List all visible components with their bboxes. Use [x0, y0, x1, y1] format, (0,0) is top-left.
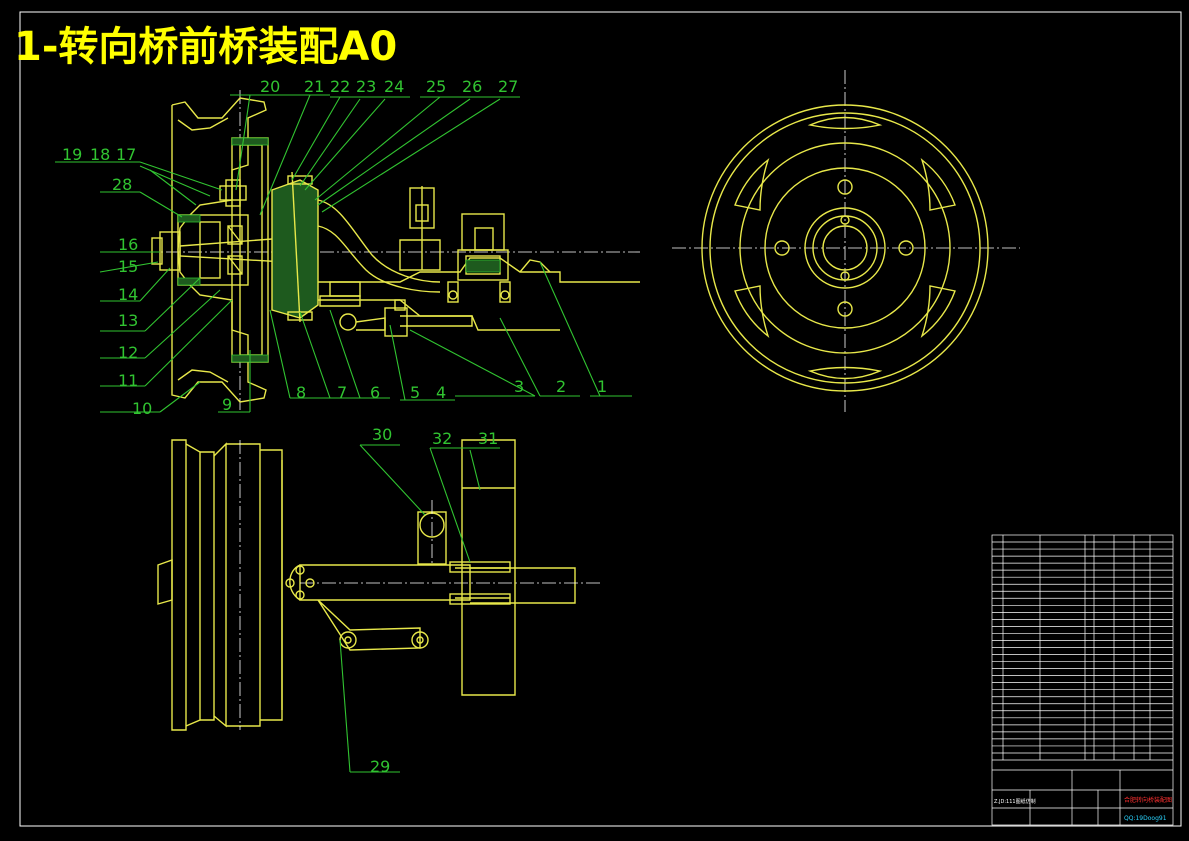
section-view	[55, 90, 640, 413]
plan-view	[157, 439, 600, 773]
part-label: 31	[478, 429, 498, 448]
part-label: 20	[260, 77, 280, 96]
part-label: 25	[426, 77, 446, 96]
drawing-frame	[19, 11, 1182, 827]
title-block-cyan-label: QQ:19Doog91	[1124, 815, 1167, 822]
part-label: 11	[118, 371, 138, 390]
title-block: 合肥转向桥装配图 QQ:19Doog91 Z.JD:111图纸仿制	[991, 534, 1174, 826]
part-label: 29	[370, 757, 390, 776]
part-label: 1	[597, 377, 607, 396]
part-label: 10	[132, 399, 152, 418]
part-label: 23	[356, 77, 376, 96]
part-label: 3	[514, 377, 524, 396]
part-label: 21	[304, 77, 324, 96]
part-label: 32	[432, 429, 452, 448]
part-label: 2	[556, 377, 566, 396]
part-label: 9	[222, 395, 232, 414]
part-label: 8	[296, 383, 306, 402]
part-label: 13	[118, 311, 138, 330]
title-block-red-label: 合肥转向桥装配图	[1124, 796, 1172, 804]
part-label: 4	[436, 383, 446, 402]
part-label: 7	[337, 383, 347, 402]
part-label: 27	[498, 77, 518, 96]
wheel-end-view	[672, 70, 1020, 412]
part-label: 24	[384, 77, 404, 96]
part-label: 22	[330, 77, 350, 96]
part-label: 17	[116, 145, 136, 164]
part-label: 19	[62, 145, 82, 164]
part-label: 26	[462, 77, 482, 96]
part-label: 30	[372, 425, 392, 444]
part-label: 14	[118, 285, 138, 304]
part-label: 18	[90, 145, 110, 164]
part-labels: 1 2 3 4 5 6 7 8 9 10 11 12 13 14 15 16 1…	[62, 77, 607, 776]
part-label: 15	[118, 257, 138, 276]
part-label: 16	[118, 235, 138, 254]
title-block-small-text: Z.JD:111图纸仿制	[994, 798, 1036, 805]
part-label: 6	[370, 383, 380, 402]
part-label: 12	[118, 343, 138, 362]
drawing-title: 1-转向桥前桥装配A0	[14, 24, 397, 70]
part-label: 28	[112, 175, 132, 194]
part-label: 5	[410, 383, 420, 402]
